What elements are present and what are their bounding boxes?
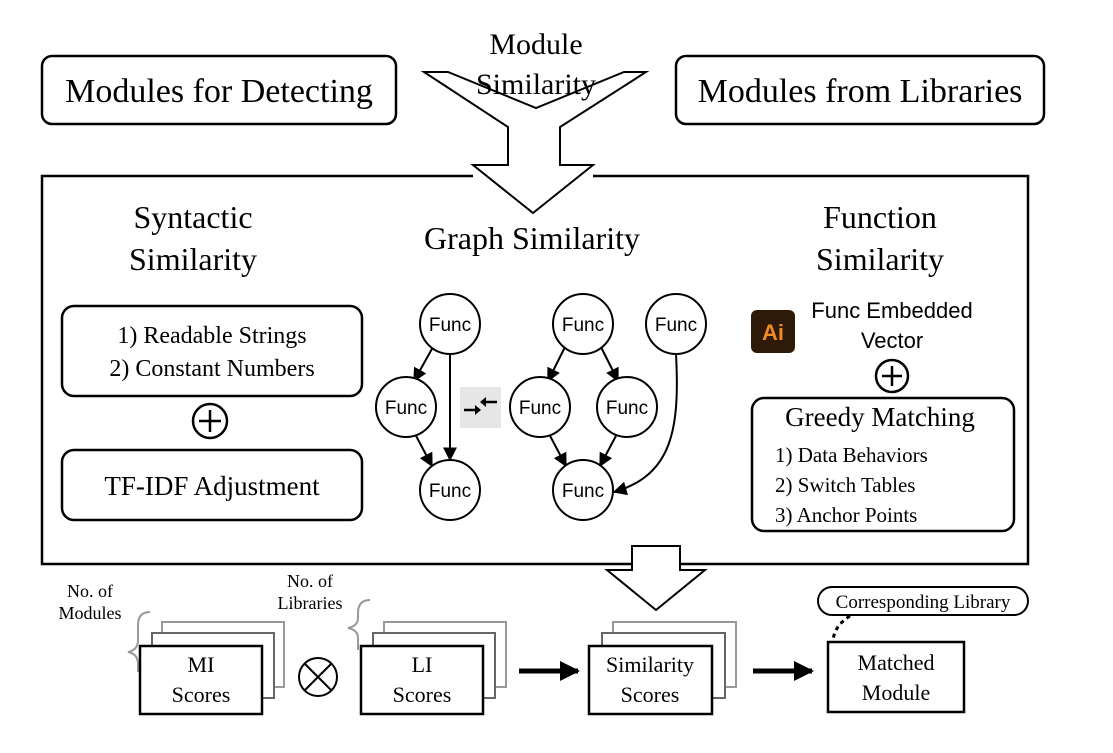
function-title-line2: Similarity — [816, 241, 944, 277]
plus-icon — [191, 402, 229, 440]
modules-count-line2: Modules — [59, 603, 122, 623]
greedy-matching-title: Greedy Matching — [785, 402, 975, 432]
matched-module-box — [826, 640, 966, 714]
graph-edge — [547, 431, 567, 468]
similarity-frame — [40, 174, 1030, 566]
compare-icon — [460, 387, 501, 428]
func-node-label: Func — [606, 398, 648, 419]
function-title-line1: Function — [823, 199, 937, 235]
func-node-label: Func — [385, 398, 427, 419]
similarity-label-line1: Similarity — [606, 652, 694, 677]
li-label-line2: Scores — [393, 682, 452, 707]
graph-title: Graph Similarity — [424, 220, 640, 256]
tfidf-label: TF-IDF Adjustment — [104, 471, 320, 501]
mi-scores-stack: No. of Modules MI Scores — [59, 581, 285, 716]
similarity-label-line2: Scores — [621, 682, 680, 707]
li-scores-box — [359, 644, 485, 716]
li-scores-stack: No. of Libraries LI Scores — [278, 571, 507, 716]
corresponding-library-label: Corresponding Library — [836, 592, 1011, 613]
li-label-line1: LI — [412, 652, 433, 677]
func-node — [509, 376, 571, 438]
tfidf-box — [60, 448, 364, 522]
func-node-label: Func — [429, 315, 471, 336]
func-node — [552, 293, 614, 355]
func-node — [375, 376, 437, 438]
graph-edge — [600, 346, 619, 383]
graph-edge — [599, 431, 619, 468]
feature-readable-strings: 1) Readable Strings — [117, 323, 306, 349]
func-node-label: Func — [429, 481, 471, 502]
embed-label-line2: Vector — [861, 328, 923, 353]
similarity-scores-box — [587, 644, 714, 716]
func-node-label: Func — [562, 315, 604, 336]
matching-item-switch-tables: 2) Switch Tables — [775, 473, 915, 497]
mi-label-line1: MI — [188, 652, 215, 677]
plus-icon — [874, 358, 910, 394]
modules-count-line1: No. of — [67, 581, 113, 601]
graph-edge — [413, 346, 434, 383]
func-node-label: Func — [562, 481, 604, 502]
embed-label-line1: Func Embedded — [811, 298, 972, 323]
ai-badge-text: Ai — [762, 320, 784, 345]
modules-brace — [127, 611, 151, 672]
matched-label-line1: Matched — [858, 650, 935, 675]
modules-libraries-label: Modules from Libraries — [698, 73, 1023, 110]
syntactic-title-line1: Syntactic — [133, 199, 252, 235]
modules-detecting-box — [40, 54, 398, 126]
func-node-label: Func — [655, 315, 697, 336]
mi-scores-box — [138, 644, 264, 716]
corresponding-library-bubble — [817, 586, 1029, 616]
graph-edge — [612, 353, 678, 496]
libraries-count-line2: Libraries — [278, 593, 343, 613]
func-node — [645, 293, 707, 355]
func-node — [419, 293, 481, 355]
ai-model-icon: Ai — [751, 310, 795, 353]
similarity-scores-stack: Similarity Scores — [587, 621, 737, 716]
times-icon — [298, 657, 338, 697]
feature-constant-numbers: 2) Constant Numbers — [109, 356, 314, 382]
matched-label-line2: Module — [862, 680, 930, 705]
down-arrow — [604, 545, 708, 612]
syntactic-title-line2: Similarity — [129, 241, 257, 277]
corresponding-library-connector — [831, 614, 851, 642]
libraries-brace — [347, 599, 371, 650]
syntactic-features-box — [60, 304, 364, 398]
graph-left: Func Func Func — [375, 293, 481, 521]
func-node — [552, 459, 614, 521]
graph-edge — [547, 346, 566, 383]
graph-edge — [413, 431, 433, 468]
mi-label-line2: Scores — [172, 682, 231, 707]
modules-libraries-box — [674, 54, 1046, 126]
merge-arrow — [420, 71, 650, 215]
libraries-count-line1: No. of — [287, 571, 333, 591]
modules-detecting-label: Modules for Detecting — [65, 73, 373, 110]
func-node — [596, 376, 658, 438]
merge-label-line1: Module — [489, 28, 582, 61]
func-node — [419, 459, 481, 521]
graph-right: Func Func Func Func Func — [509, 293, 707, 521]
merge-label-line2: Similarity — [476, 68, 596, 101]
func-node-label: Func — [519, 398, 561, 419]
matching-item-anchor-points: 3) Anchor Points — [775, 503, 917, 527]
matching-item-data-behaviors: 1) Data Behaviors — [775, 443, 928, 467]
greedy-matching-box — [750, 396, 1016, 533]
